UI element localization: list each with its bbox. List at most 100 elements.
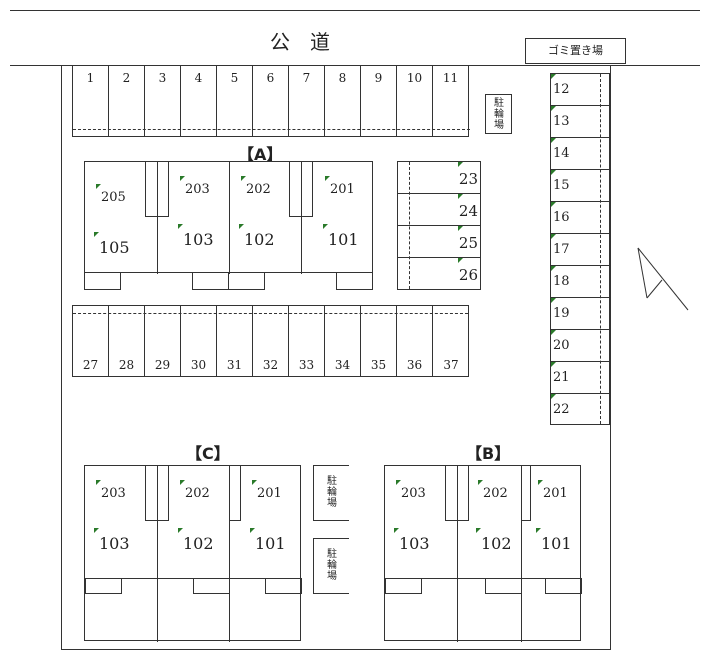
marker-icon [96,184,101,189]
parking-space: 37 [443,358,459,372]
entry-a-1 [84,272,121,290]
parking-space: 23 [398,162,480,194]
room-label: 102 [481,534,512,553]
marker-icon [536,528,541,533]
parking-top-dashed-line [73,129,470,130]
marker-icon [458,258,463,263]
room-label: 201 [543,486,568,501]
entry-a-3 [228,272,265,290]
room-label: 201 [330,182,355,197]
marker-icon [551,266,556,271]
marker-icon [250,528,255,533]
site-right-edge [610,65,611,650]
parking-space: 13 [551,106,609,138]
parking-space: 34 [325,306,361,376]
parking-space: 8 [325,65,361,136]
site-left-edge [61,65,62,650]
parking-space: 20 [551,330,609,362]
marker-icon [178,528,183,533]
bike-parking-c2: 駐輪場 [313,538,349,594]
marker-icon [180,480,185,485]
room-label: 105 [99,238,130,257]
bike-parking-c1-label: 駐輪場 [327,476,337,509]
parking-space: 33 [289,306,325,376]
parking-space: 3 [145,65,181,136]
parking-space: 26 [398,258,480,290]
room-label: 205 [101,190,126,205]
parking-space: 7 [289,65,325,136]
marker-icon [551,234,556,239]
room-label: 203 [401,486,426,501]
bike-parking-top: 駐輪場 [485,94,512,134]
marker-icon [551,362,556,367]
parking-space: 30 [181,306,217,376]
building-b-label: 【B】 [466,444,511,463]
room-label: 103 [183,230,214,249]
marker-icon [551,202,556,207]
marker-icon [458,226,463,231]
marker-icon [323,224,328,229]
parking-space: 9 [361,65,397,136]
room-label: 101 [541,534,572,553]
parking-space: 11 [433,65,469,136]
entry-a-2 [192,272,229,290]
parking-space: 36 [397,306,433,376]
marker-icon [96,480,101,485]
building-a [84,161,373,274]
marker-icon [396,480,401,485]
parking-space: 1 [73,65,109,136]
room-label: 102 [183,534,214,553]
parking-space: 10 [397,65,433,136]
room-label: 201 [257,486,282,501]
parking-space: 25 [398,226,480,258]
marker-icon [551,394,556,399]
parking-space: 2 [109,65,145,136]
entry-a-4 [336,272,373,290]
parking-space: 28 [109,306,145,376]
room-label: 103 [99,534,130,553]
marker-icon [178,224,183,229]
room-label: 202 [246,182,271,197]
marker-icon [394,528,399,533]
garbage-station: ゴミ置き場 [525,38,626,64]
bike-parking-c2-label: 駐輪場 [327,549,337,582]
room-label: 202 [483,486,508,501]
marker-icon [551,170,556,175]
stair [521,465,531,521]
marker-icon [458,162,463,167]
marker-icon [241,176,246,181]
marker-icon [476,528,481,533]
site-bottom-edge [61,649,611,650]
room-label: 203 [185,182,210,197]
room-label: 101 [328,230,359,249]
room-label: 202 [185,486,210,501]
parking-space: 4 [181,65,217,136]
parking-space: 19 [551,298,609,330]
bike-parking-top-label: 駐輪場 [494,98,504,131]
parking-small-dashed-line [409,162,410,289]
bike-parking-c1: 駐輪場 [313,465,349,521]
marker-icon [239,224,244,229]
room-label: 203 [101,486,126,501]
marker-icon [551,106,556,111]
marker-icon [551,138,556,143]
building-a-label: 【A】 [238,145,283,164]
parking-space: 12 [551,74,609,106]
parking-space: 14 [551,138,609,170]
road-bottom-edge [10,65,700,66]
north-arrow-icon [637,247,689,311]
parking-space: 17 [551,234,609,266]
building-b [384,465,582,642]
parking-space: 5 [217,65,253,136]
parking-space: 6 [253,65,289,136]
parking-space: 27 [73,306,109,376]
room-label: 101 [255,534,286,553]
parking-space: 21 [551,362,609,394]
parking-space: 15 [551,170,609,202]
parking-space: 16 [551,202,609,234]
marker-icon [94,528,99,533]
